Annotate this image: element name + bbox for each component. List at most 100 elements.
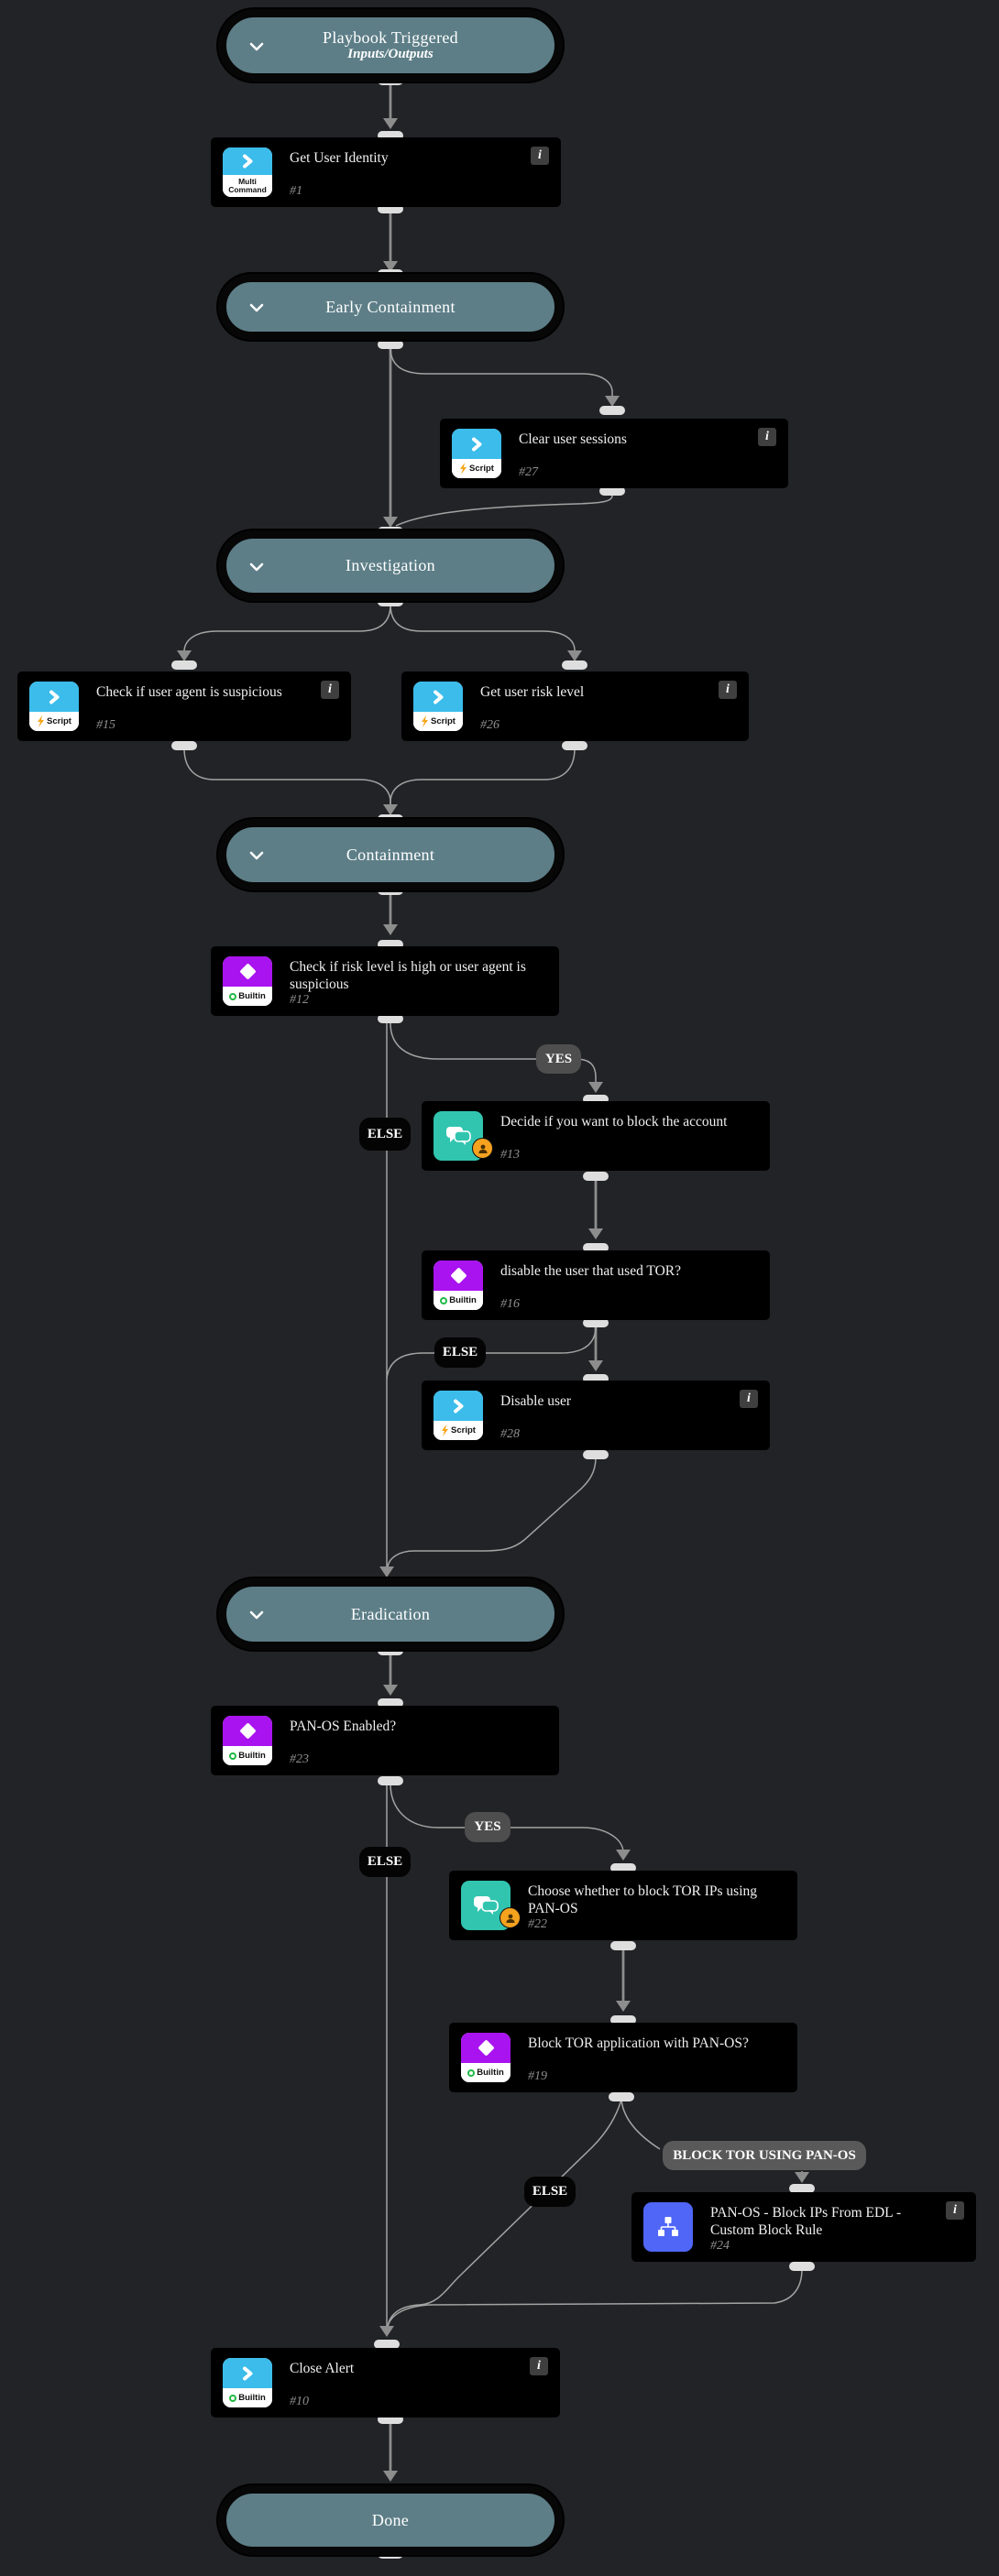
chevron-down-icon [248, 40, 265, 51]
task-decide-block-account[interactable]: Decide if you want to block the account … [422, 1101, 770, 1171]
task-number: #10 [290, 2395, 309, 2408]
info-icon[interactable]: i [758, 428, 776, 446]
chevron-down-icon [248, 561, 265, 572]
branch-label-else: ELSE [524, 2177, 576, 2207]
section-early-containment[interactable]: Early Containment [218, 274, 563, 340]
diamond-icon [238, 963, 257, 980]
task-number: #15 [96, 718, 115, 732]
task-number: #12 [290, 993, 309, 1007]
task-title: Clear user sessions [519, 431, 627, 447]
builtin-condition-icon: Builtin [434, 1261, 483, 1310]
task-number: #1 [290, 184, 302, 198]
builtin-green-icon [440, 1296, 448, 1304]
task-title: Check if user agent is suspicious [96, 684, 282, 700]
lightning-icon [422, 715, 429, 727]
task-clear-user-sessions[interactable]: Script Clear user sessions #27 i [440, 419, 788, 488]
script-icon: Script [413, 682, 463, 731]
diamond-icon [449, 1267, 467, 1284]
diamond-icon [477, 2039, 495, 2057]
chevron-down-icon [248, 301, 265, 312]
icon-label: Command [228, 185, 267, 194]
chat-bubbles-icon [474, 1896, 499, 1915]
sub-playbook-icon [643, 2202, 693, 2252]
info-icon[interactable]: i [321, 681, 339, 699]
task-number: #19 [528, 2069, 547, 2083]
task-number: #28 [500, 1427, 520, 1441]
chat-bubbles-icon [446, 1127, 471, 1145]
multi-command-icon: Multi Command [223, 147, 272, 197]
icon-label: Script [469, 464, 494, 474]
icon-label: Builtin [238, 991, 266, 1001]
task-number: #16 [500, 1297, 520, 1311]
task-number: #22 [528, 1917, 547, 1931]
org-chart-icon [658, 2217, 678, 2236]
communication-task-icon [434, 1111, 493, 1161]
icon-label: Multi [238, 177, 257, 186]
branch-label-else: ELSE [359, 1118, 411, 1151]
icon-label: Builtin [449, 1295, 477, 1305]
builtin-green-icon [229, 2394, 237, 2402]
task-title: Disable user [500, 1393, 572, 1409]
builtin-condition-icon: Builtin [223, 956, 272, 1006]
branch-label-else: ELSE [434, 1337, 486, 1368]
arrowheads [177, 118, 809, 2482]
task-check-risk-level-condition[interactable]: Builtin Check if risk level is high or u… [211, 946, 559, 1016]
manual-user-badge-icon [472, 1138, 493, 1159]
section-investigation[interactable]: Investigation [218, 530, 563, 601]
task-title: Check if risk level is high or user agen… [290, 959, 526, 992]
task-title: disable the user that used TOR? [500, 1263, 682, 1279]
lightning-icon [442, 1424, 449, 1436]
flow-edges [389, 84, 625, 2476]
section-title: Eradication [350, 1604, 431, 1623]
lightning-icon [460, 463, 467, 475]
section-title: Done [371, 2510, 410, 2529]
chevron-down-icon [248, 849, 265, 860]
info-icon[interactable]: i [946, 2201, 964, 2220]
task-close-alert[interactable]: Builtin Close Alert #10 i [211, 2348, 560, 2418]
icon-label: Builtin [238, 1751, 266, 1761]
icon-label: Script [47, 716, 71, 726]
info-icon[interactable]: i [740, 1390, 758, 1408]
task-block-tor-app-condition[interactable]: Builtin Block TOR application with PAN-O… [449, 2023, 797, 2092]
branch-label-yes: YES [465, 1812, 510, 1842]
task-check-user-agent[interactable]: Script Check if user agent is suspicious… [17, 671, 351, 741]
info-icon[interactable]: i [530, 2357, 548, 2375]
task-get-user-risk-level[interactable]: Script Get user risk level #26 i [401, 671, 749, 741]
builtin-green-icon [467, 2068, 476, 2077]
task-title: Get User Identity [290, 150, 389, 166]
task-title: Choose whether to block TOR IPs using PA… [528, 1883, 758, 1916]
script-icon: Script [452, 429, 501, 478]
task-number: #13 [500, 1148, 520, 1162]
diamond-icon [238, 1722, 257, 1740]
section-title: Investigation [346, 556, 435, 575]
task-get-user-identity[interactable]: Multi Command Get User Identity #1 i [211, 137, 561, 207]
section-title: Playbook Triggered [323, 27, 458, 47]
task-title: Block TOR application with PAN-OS? [528, 2036, 749, 2051]
section-title: Containment [346, 845, 435, 864]
task-panos-block-ips-playbook[interactable]: PAN-OS - Block IPs From EDL - Custom Blo… [631, 2192, 976, 2262]
task-choose-block-tor[interactable]: Choose whether to block TOR IPs using PA… [449, 1871, 797, 1940]
task-number: #27 [519, 465, 538, 479]
task-disable-user[interactable]: Script Disable user #28 i [422, 1381, 770, 1450]
section-playbook-triggered[interactable]: Playbook Triggered Inputs/Outputs [218, 9, 563, 82]
builtin-condition-icon: Builtin [461, 2033, 510, 2082]
section-done[interactable]: Done [218, 2485, 563, 2555]
branch-label-block-tor: BLOCK TOR USING PAN-OS [663, 2141, 866, 2170]
builtin-script-icon: Builtin [223, 2358, 272, 2407]
icon-label: Builtin [477, 2068, 504, 2078]
script-icon: Script [29, 682, 79, 731]
task-disable-tor-user-condition[interactable]: Builtin disable the user that used TOR? … [422, 1250, 770, 1320]
task-title: Decide if you want to block the account [500, 1114, 728, 1130]
lightning-icon [38, 715, 45, 727]
info-icon[interactable]: i [531, 147, 549, 165]
script-icon: Script [434, 1391, 483, 1440]
icon-label: Script [451, 1425, 476, 1435]
section-containment[interactable]: Containment [218, 819, 563, 890]
task-number: #26 [480, 718, 500, 732]
branch-label-yes: YES [536, 1044, 581, 1074]
task-title: PAN-OS Enabled? [290, 1719, 397, 1734]
section-eradication[interactable]: Eradication [218, 1578, 563, 1650]
task-panos-enabled-condition[interactable]: Builtin PAN-OS Enabled? #23 [211, 1706, 559, 1775]
info-icon[interactable]: i [719, 681, 737, 699]
